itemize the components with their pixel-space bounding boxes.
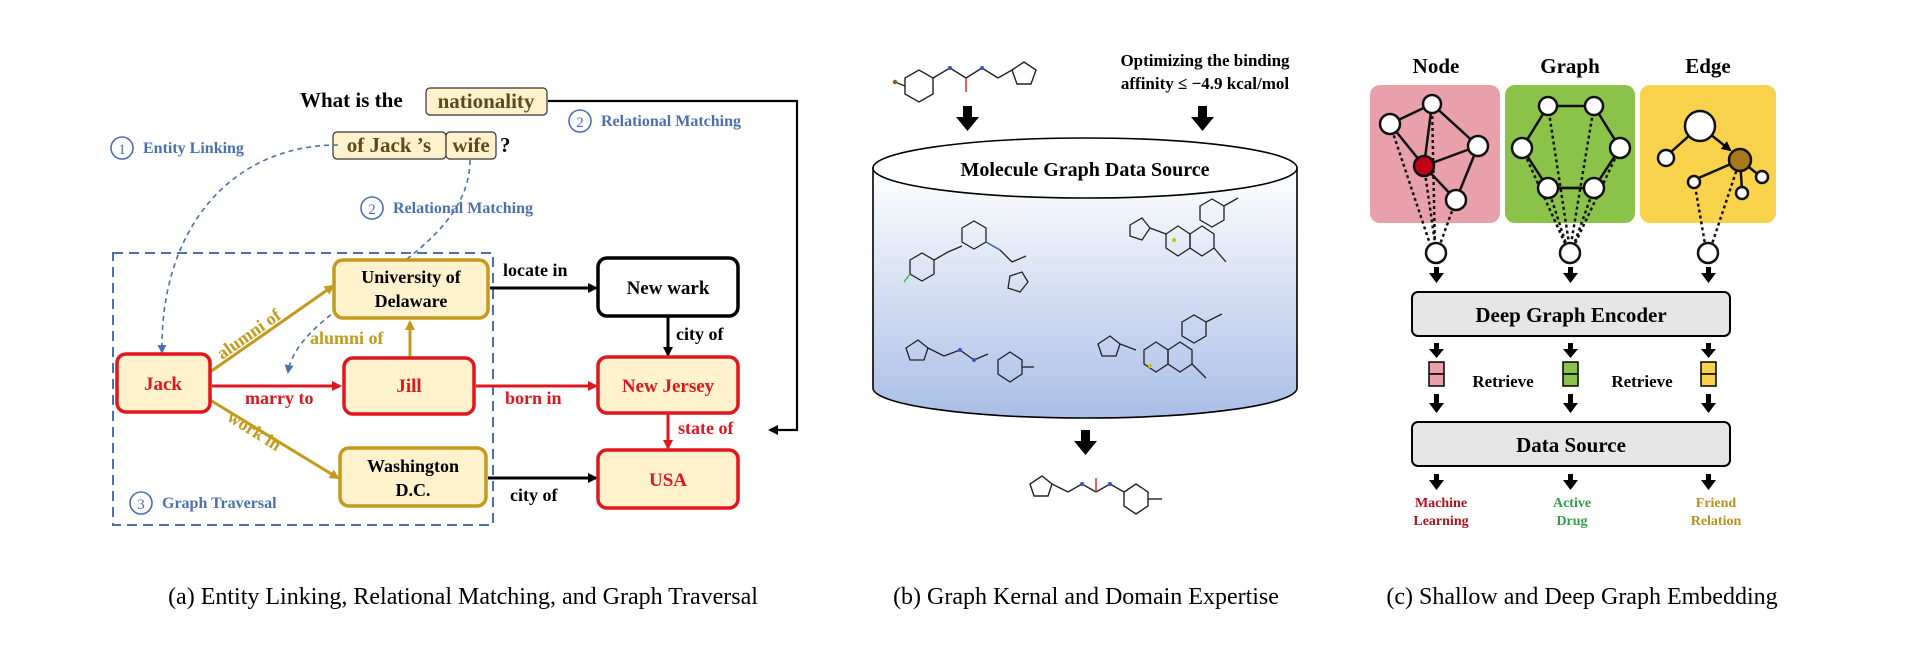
- node-new-jersey: New Jersey: [596, 355, 740, 415]
- edge-label-born: born in: [505, 388, 562, 408]
- edge-label-alumni-2: alumni of: [310, 328, 385, 348]
- embedding-graph-vector: [1562, 361, 1579, 387]
- affinity-line-1: Optimizing the binding: [1120, 51, 1290, 70]
- edge-label-cityof-1: city of: [676, 324, 724, 344]
- step-relational-matching-2: Relational Matching: [393, 200, 533, 217]
- node-university: University of Delaware: [332, 258, 490, 320]
- down-arrow-right: [1191, 106, 1214, 131]
- molecule-result: [1029, 475, 1162, 515]
- output-machine-learning-2: Learning: [1413, 514, 1468, 529]
- arrows-to-embeddings: [1429, 343, 1716, 358]
- panel-b: Optimizing the binding affinity ≤ −4.9 k…: [872, 51, 1298, 610]
- node-newark: New wark: [596, 256, 740, 318]
- node-jack-label: Jack: [144, 374, 182, 395]
- deep-graph-encoder-label: Deep Graph Encoder: [1475, 303, 1666, 327]
- output-friend-relation-2: Relation: [1691, 514, 1742, 529]
- node-university-label-1: University of: [361, 267, 461, 287]
- arrows-to-outputs: [1429, 474, 1716, 490]
- retrieve-label-2: Retrieve: [1611, 372, 1673, 391]
- step-2b-number: 2: [368, 202, 376, 218]
- node-university-label-2: Delaware: [375, 291, 448, 311]
- retrieve-label-1: Retrieve: [1472, 372, 1534, 391]
- output-active-drug-1: Active: [1553, 496, 1591, 511]
- embedding-node-vector: [1428, 361, 1445, 387]
- down-arrow-left: [956, 106, 979, 131]
- output-friend-relation-1: Friend: [1696, 496, 1737, 511]
- node-newark-label: New wark: [627, 278, 710, 299]
- question-word-wife: wife: [452, 133, 489, 157]
- molecule-database-cylinder: [872, 137, 1298, 419]
- molecule-4: [1097, 313, 1223, 379]
- edge-jack-wash: [209, 398, 340, 480]
- caption-a: (a) Entity Linking, Relational Matching,…: [168, 584, 758, 610]
- step-graph-traversal: Graph Traversal: [162, 495, 277, 512]
- deep-graph-encoder-box: [1411, 291, 1731, 337]
- graph-embedding-panel: [1505, 85, 1635, 265]
- node-washington: Washington D.C.: [338, 446, 488, 508]
- header-node: Node: [1413, 54, 1460, 78]
- relational-matching-arrow: [284, 159, 471, 374]
- down-arrow-bottom: [1074, 430, 1097, 455]
- step-2a-badge: [568, 109, 592, 133]
- step-3-number: 3: [137, 497, 145, 513]
- panel-a: What is the nationality of Jack ’s wife …: [110, 87, 799, 610]
- arrows-to-encoder: [1429, 267, 1716, 283]
- node-usa: USA: [596, 448, 740, 510]
- question-word-jack: of Jack ’s: [347, 133, 431, 157]
- question-word-nationality: nationality: [438, 89, 535, 113]
- question-word-nationality-box: [425, 87, 548, 116]
- panel-c: Node Graph Edge: [1370, 54, 1778, 610]
- node-washington-label-1: Washington: [367, 456, 459, 476]
- step-3-badge: [129, 491, 153, 515]
- node-jill: Jill: [342, 356, 476, 416]
- edge-label-cityof-2: city of: [510, 485, 558, 505]
- node-washington-label-2: D.C.: [396, 480, 431, 500]
- data-source-label: Data Source: [1516, 433, 1626, 457]
- output-machine-learning-1: Machine: [1415, 496, 1467, 511]
- question-prefix: What is the: [300, 88, 403, 112]
- question-mark: ?: [500, 133, 511, 157]
- molecule-query: [892, 61, 1037, 103]
- molecule-3: [905, 339, 1034, 383]
- edge-label-stateof: state of: [678, 418, 734, 438]
- caption-c: (c) Shallow and Deep Graph Embedding: [1386, 584, 1777, 610]
- caption-b: (b) Graph Kernal and Domain Expertise: [893, 584, 1279, 610]
- node-jill-label: Jill: [396, 376, 421, 397]
- affinity-line-2: affinity ≤ −4.9 kcal/mol: [1121, 74, 1290, 93]
- node-embedding-panel: [1370, 85, 1500, 265]
- edge-jack-univ: [209, 284, 335, 374]
- data-source-box: [1411, 421, 1731, 467]
- step-1-badge: [110, 136, 134, 160]
- edge-label-work: work in: [224, 406, 285, 454]
- edge-label-marry: marry to: [245, 388, 313, 408]
- edge-label-alumni-1: alumni of: [213, 304, 286, 363]
- header-edge: Edge: [1685, 54, 1731, 78]
- graph-traversal-box: [112, 252, 494, 526]
- step-entity-linking: Entity Linking: [143, 140, 244, 157]
- molecule-2: [1129, 197, 1239, 263]
- embedding-edge-vector: [1700, 361, 1717, 387]
- question-word-wife-box: [445, 131, 497, 160]
- nationality-to-usa-link: [548, 99, 799, 435]
- edge-label-locate: locate in: [503, 260, 568, 280]
- node-new-jersey-label: New Jersey: [622, 376, 715, 397]
- entity-linking-arrow: [157, 144, 339, 354]
- arrows-to-datasource: [1429, 394, 1716, 413]
- header-graph: Graph: [1540, 54, 1600, 78]
- edge-embedding-panel: [1640, 85, 1776, 265]
- database-label: Molecule Graph Data Source: [960, 159, 1209, 181]
- step-2a-number: 2: [576, 115, 584, 131]
- molecule-1: [903, 220, 1029, 293]
- step-relational-matching-1: Relational Matching: [601, 113, 741, 130]
- step-1-number: 1: [118, 142, 126, 158]
- output-active-drug-2: Drug: [1556, 514, 1587, 529]
- node-usa-label: USA: [649, 470, 687, 491]
- node-jack: Jack: [115, 352, 212, 414]
- step-2b-badge: [360, 196, 384, 220]
